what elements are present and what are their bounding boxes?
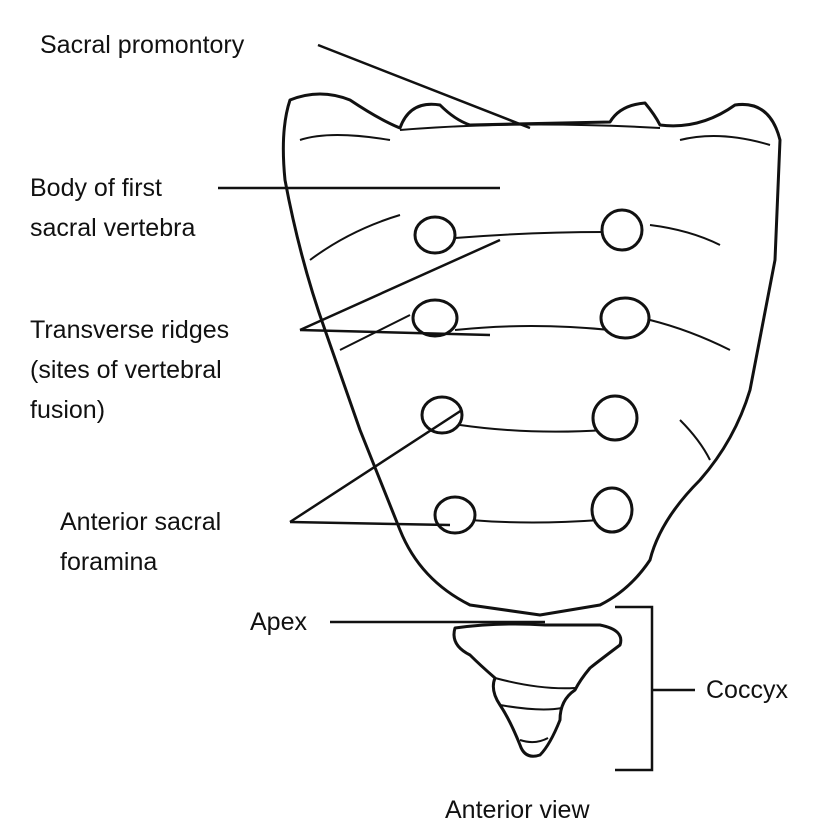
- caption: Anterior view: [445, 796, 590, 824]
- label-ridges-line1: Transverse ridges: [30, 316, 230, 344]
- leader-lines: [218, 43, 695, 772]
- label-ridges-line3: fusion): [30, 396, 106, 424]
- label-body-line1: Body of first: [30, 174, 162, 202]
- sacrum-outline: [281, 92, 782, 617]
- label-foramina-line2: foramina: [60, 548, 158, 576]
- label-body-line2: sacral vertebra: [30, 214, 196, 242]
- label-foramina-line1: Anterior sacral: [60, 508, 222, 536]
- label-ridges-line2: (sites of vertebral: [30, 356, 222, 384]
- label-coccyx: Coccyx: [706, 676, 788, 704]
- label-apex: Apex: [250, 608, 307, 636]
- coccyx-shape: [452, 622, 623, 758]
- label-sacral-promontory: Sacral promontory: [40, 31, 245, 59]
